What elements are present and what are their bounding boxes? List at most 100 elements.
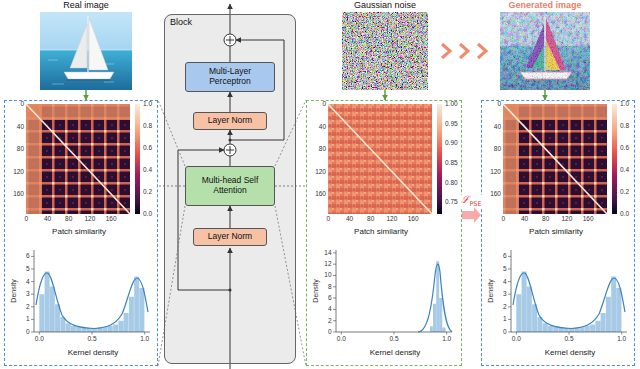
tick-label: 120	[386, 216, 397, 223]
zoom-lines	[158, 100, 185, 166]
add-symbol	[226, 36, 234, 44]
tick-label: 40	[494, 123, 501, 130]
tick-label: 0.0	[35, 336, 44, 343]
tick-label: 0	[328, 329, 332, 336]
image-panel: Generated image	[500, 0, 590, 90]
tick-label: 0.5	[87, 336, 96, 343]
tick-label: 0.5	[389, 336, 398, 343]
noise-image	[342, 12, 428, 90]
tick-label: 1.0	[620, 101, 629, 108]
axis-title: Kernel density	[370, 349, 421, 357]
tick-label: 80	[367, 216, 374, 223]
real-photo	[64, 72, 114, 79]
zoom-lines	[275, 206, 306, 366]
image-panel: Gaussian noise	[342, 0, 428, 90]
box-label: Multi-Layer Perceptron	[188, 67, 272, 87]
tick-label: 80	[494, 146, 501, 153]
plot-graphics	[26, 104, 140, 214]
connector	[442, 44, 486, 58]
block-container: BlockMulti-Layer PerceptronLayer NormMul…	[164, 14, 296, 364]
plot-graphics	[333, 250, 452, 335]
tick-label: 0.0	[337, 336, 346, 343]
tick-label: 0.80	[445, 179, 458, 186]
tick-label: 160	[13, 191, 24, 198]
tick-label: 5	[26, 266, 30, 273]
generated-photo	[500, 12, 590, 90]
axis-title: Patch similarity	[52, 228, 106, 236]
tick-label: 0.0	[620, 211, 629, 218]
connector	[275, 186, 306, 187]
tick-label: 0	[322, 101, 326, 108]
add-symbol	[226, 146, 234, 154]
tick-label: 0	[24, 216, 28, 223]
tick-label: 120	[490, 168, 501, 175]
tick-label: 6	[328, 295, 332, 302]
tick-label: 0.0	[143, 211, 152, 218]
plot-panel: Patch similarityKernel density	[481, 100, 635, 366]
connector	[230, 206, 231, 228]
axis-title: Density	[312, 279, 319, 302]
attention-box: Multi-head Self Attention	[185, 166, 275, 206]
tick-label: 0.8	[620, 123, 629, 130]
axis-title: Patch similarity	[354, 228, 408, 236]
real-photo	[40, 12, 132, 90]
axis-title: Kernel density	[545, 349, 596, 357]
block-graphics	[230, 46, 231, 62]
tick-label: 0	[501, 216, 505, 223]
image-caption: Gaussian noise	[354, 1, 416, 10]
connector	[462, 207, 481, 223]
tick-label: 80	[17, 146, 24, 153]
zoom-lines	[275, 100, 306, 166]
tick-label: 0.8	[143, 123, 152, 130]
connector	[85, 90, 87, 100]
plot-graphics	[31, 250, 150, 335]
tick-label: 0.2	[620, 189, 629, 196]
tick-label: 14	[324, 250, 331, 257]
image-caption: Generated image	[508, 1, 581, 10]
tick-label: 2	[26, 304, 30, 311]
real-photo	[89, 18, 108, 70]
tick-label: 5	[503, 266, 507, 273]
add-symbol	[224, 34, 236, 46]
tick-label: 0.2	[143, 189, 152, 196]
tick-label: 0	[503, 329, 507, 336]
tick-label: 40	[44, 216, 51, 223]
axis-title: Density	[10, 279, 17, 302]
axis-title: Density	[487, 279, 494, 302]
tick-label: 0.6	[620, 145, 629, 152]
connector	[230, 92, 231, 112]
block-title: Block	[170, 18, 192, 27]
tick-label: 160	[490, 191, 501, 198]
tick-label: 1.0	[143, 101, 152, 108]
tick-label: 2	[328, 317, 332, 324]
connector	[384, 90, 386, 100]
tick-label: 80	[319, 146, 326, 153]
plot-graphics	[26, 104, 627, 335]
tick-label: 6	[503, 253, 507, 260]
connector	[544, 90, 546, 100]
mlp-box: Multi-Layer Perceptron	[185, 62, 275, 92]
tick-label: 1.0	[442, 336, 451, 343]
tick-label: 0.4	[143, 167, 152, 174]
block-graphics	[230, 4, 231, 34]
tick-label: 0.6	[143, 145, 152, 152]
tick-label: 6	[26, 253, 30, 260]
connector	[158, 186, 185, 187]
tick-label: 1	[26, 316, 30, 323]
tick-label: 0	[497, 101, 501, 108]
tick-label: 1.0	[140, 336, 149, 343]
tick-label: 0	[326, 216, 330, 223]
tick-label: 0.75	[445, 199, 458, 206]
generated-photo	[500, 12, 590, 90]
box-label: Multi-head Self Attention	[188, 176, 272, 196]
tick-label: 10	[324, 272, 331, 279]
tick-label: 0.90	[445, 140, 458, 147]
tick-label: 40	[346, 216, 353, 223]
axis-title: Patch similarity	[529, 228, 583, 236]
block-graphics	[230, 248, 231, 369]
tick-label: 3	[503, 291, 507, 298]
tick-label: 0.95	[445, 120, 458, 127]
tick-label: 120	[561, 216, 572, 223]
